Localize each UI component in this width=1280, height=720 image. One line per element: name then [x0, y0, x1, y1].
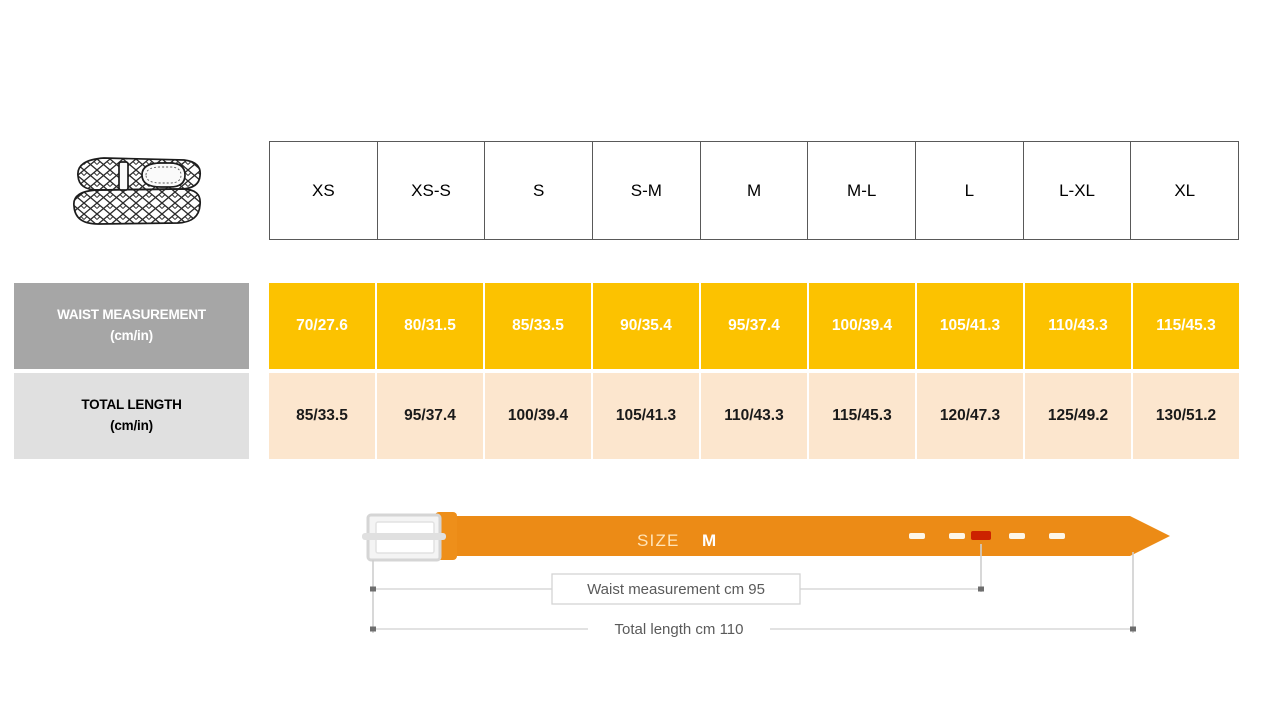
- belt-hole-active: [971, 531, 991, 540]
- waist-value-cell: 85/33.5: [485, 283, 593, 369]
- waist-measurement-row: WAIST MEASUREMENT (cm/in) 70/27.6 80/31.…: [14, 283, 1239, 369]
- waist-value-cell: 100/39.4: [809, 283, 917, 369]
- waist-value-cell: 70/27.6: [269, 283, 377, 369]
- total-length-values: 85/33.5 95/37.4 100/39.4 105/41.3 110/43…: [269, 373, 1239, 459]
- total-length-value-cell: 85/33.5: [269, 373, 377, 459]
- belt-measurement-diagram: SIZE M Waist measurement cm 95 Total len…: [340, 500, 1170, 650]
- size-header-cell: XS-S: [378, 142, 486, 239]
- waist-dimension-box: [551, 573, 801, 605]
- belt-size-value: M: [702, 531, 716, 550]
- total-length-label-unit: (cm/in): [110, 418, 153, 433]
- size-header-cell: XS: [270, 142, 378, 239]
- total-length-label-line1: TOTAL LENGTH: [81, 397, 182, 413]
- size-header-cell: XL: [1174, 180, 1196, 200]
- belt-hole: [1009, 533, 1025, 539]
- waist-value-cell: 115/45.3: [1133, 283, 1239, 369]
- belt-hole: [909, 533, 925, 539]
- waist-measurement-label: WAIST MEASUREMENT (cm/in): [14, 283, 249, 369]
- waist-label-line1: WAIST MEASUREMENT: [57, 307, 206, 323]
- waist-value-cell: 80/31.5: [377, 283, 485, 369]
- total-length-value-cell: 95/37.4: [377, 373, 485, 459]
- total-length-value-cell: 105/41.3: [593, 373, 701, 459]
- waist-value-cell: 105/41.3: [917, 283, 1025, 369]
- total-length-value-cell: 130/51.2: [1133, 373, 1239, 459]
- belt-hole: [949, 533, 965, 539]
- belt-strap: [435, 516, 1170, 556]
- belt-hole: [1049, 533, 1065, 539]
- total-length-value-cell: 115/45.3: [809, 373, 917, 459]
- product-image-braided-belt: [58, 148, 208, 240]
- size-header-cell: M: [701, 142, 809, 239]
- waist-value-cell: 95/37.4: [701, 283, 809, 369]
- waist-value-cell: 110/43.3: [1025, 283, 1133, 369]
- belt-prong-bar: [362, 533, 446, 540]
- total-length-dimension-text: Total length cm 110: [615, 621, 744, 638]
- total-length-value-cell: 100/39.4: [485, 373, 593, 459]
- waist-measurement-values: 70/27.6 80/31.5 85/33.5 90/35.4 95/37.4 …: [269, 283, 1239, 369]
- total-length-value-cell: 125/49.2: [1025, 373, 1133, 459]
- size-header-cell: L-XL: [1024, 142, 1132, 239]
- waist-dimension-text: Waist measurement cm 95: [587, 581, 765, 598]
- total-length-value-cell: 120/47.3: [917, 373, 1025, 459]
- size-header-cell: M-L: [808, 142, 917, 239]
- size-header-cell: S: [485, 142, 594, 239]
- waist-label-unit: (cm/in): [110, 328, 153, 343]
- size-header-cell: S-M: [593, 142, 701, 239]
- total-length-label: TOTAL LENGTH (cm/in): [14, 373, 249, 459]
- size-header-table: XS XS-S S S-M M M-L L L-XL XL: [269, 141, 1239, 240]
- waist-value-cell: 90/35.4: [593, 283, 701, 369]
- belt-size-label: SIZE: [637, 531, 680, 550]
- size-header-cell: L: [916, 142, 1024, 239]
- total-length-value-cell: 110/43.3: [701, 373, 809, 459]
- total-length-row: TOTAL LENGTH (cm/in) 85/33.5 95/37.4 100…: [14, 373, 1239, 459]
